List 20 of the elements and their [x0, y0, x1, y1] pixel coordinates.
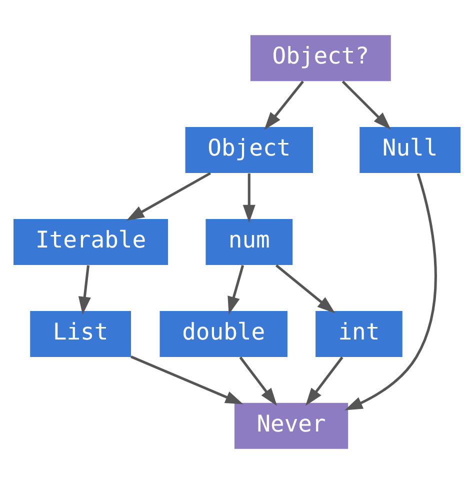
node-box: Never	[234, 402, 348, 449]
node-box: List	[30, 310, 131, 357]
arrow	[264, 80, 304, 130]
node-box: num	[206, 219, 293, 265]
arrow	[126, 172, 212, 221]
arrow	[239, 356, 278, 406]
node-box: int	[316, 310, 402, 357]
arrow	[275, 264, 336, 314]
arrow	[305, 356, 344, 406]
arrow	[130, 355, 244, 404]
arrow	[344, 173, 437, 410]
node-box: Object	[185, 127, 313, 174]
arrow	[228, 265, 244, 315]
node-box: Iterable	[14, 219, 168, 265]
arrow	[342, 80, 391, 130]
node-box: Object?	[250, 35, 391, 82]
arrow	[242, 173, 256, 223]
node-box: Null	[360, 127, 460, 174]
node-box: double	[160, 310, 288, 357]
arrow	[78, 265, 91, 315]
